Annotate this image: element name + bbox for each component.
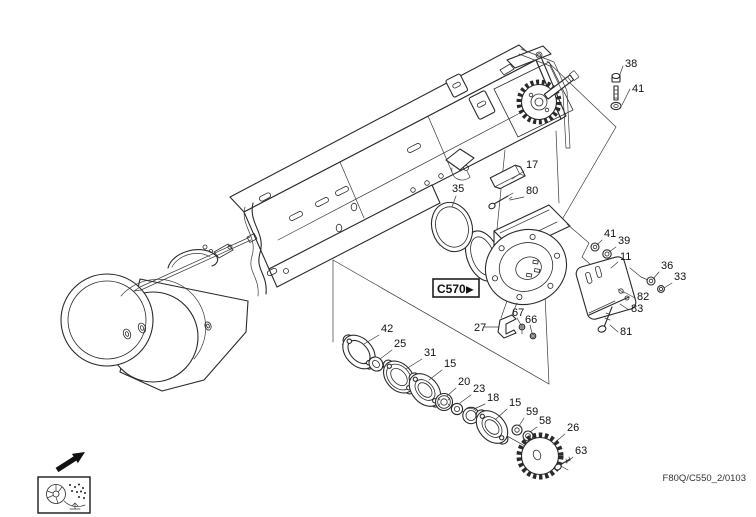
callout-39: 39 (618, 235, 630, 247)
rod-83 (588, 296, 630, 316)
callout-41-mid: 41 (604, 228, 616, 240)
callout-63: 63 (575, 445, 587, 457)
screw-67 (518, 323, 526, 331)
seal-25 (368, 356, 384, 372)
tensioner-bracket (445, 148, 475, 181)
ring-35 (430, 201, 474, 253)
callout-41-top: 41 (632, 83, 644, 95)
tension-lever (518, 48, 571, 149)
washer-23 (450, 402, 464, 416)
callout-36: 36 (661, 260, 673, 272)
callout-labels: 38 41 17 80 35 41 39 11 36 33 82 83 81 2… (381, 58, 686, 457)
gearbox-assembly (464, 204, 592, 323)
sprocket-teeth (516, 79, 562, 125)
callout-80: 80 (526, 185, 538, 197)
nut-66 (529, 332, 537, 340)
orientation-group (37, 452, 91, 514)
callout-leaders (363, 65, 673, 464)
callout-81: 81 (620, 326, 632, 338)
callout-23: 23 (473, 383, 485, 395)
bearing-20 (434, 392, 454, 412)
discharge-housing (60, 232, 258, 392)
sprocket-26 (516, 432, 564, 480)
bolt-38-group (610, 72, 622, 111)
callout-31: 31 (424, 347, 436, 359)
screw-82 (618, 288, 624, 294)
callout-83: 83 (631, 303, 643, 315)
callout-17: 17 (526, 159, 538, 171)
reference-arrow-icon: ▶ (466, 285, 474, 296)
up-right-arrow-icon (55, 452, 85, 473)
fitting-80 (488, 192, 514, 210)
ring-18 (462, 406, 480, 425)
key-17 (489, 164, 526, 190)
callout-15a: 15 (444, 358, 456, 370)
nut-33 (657, 285, 665, 293)
callout-58: 58 (539, 415, 551, 427)
callout-26: 26 (567, 422, 579, 434)
callout-25: 25 (394, 338, 406, 350)
callout-20: 20 (458, 376, 470, 388)
callout-82: 82 (637, 291, 649, 303)
callout-15b: 15 (509, 397, 521, 409)
machine-beam (229, 44, 567, 297)
callout-67: 67 (512, 307, 524, 319)
drive-sprocket-assembly (493, 45, 580, 149)
washer-41a (610, 101, 622, 111)
callout-66: 66 (525, 314, 537, 326)
straw-chopper-icon (37, 476, 91, 514)
reference-tag-label: C570 (437, 282, 466, 296)
callout-11: 11 (620, 251, 631, 263)
exploded-parts-chain (342, 334, 571, 480)
washer-59 (511, 424, 523, 436)
reference-tag-c570[interactable]: C570 ▶ (432, 278, 480, 298)
callout-33: 33 (674, 271, 686, 283)
drive-shaft (543, 70, 580, 100)
bolt-81 (597, 306, 613, 333)
gearbox-flange (484, 228, 568, 306)
guard-plate (575, 256, 637, 320)
bracket-27-group (497, 314, 537, 340)
callout-18: 18 (487, 392, 499, 404)
top-bracket (506, 45, 552, 69)
callout-42: 42 (381, 323, 393, 335)
callout-35: 35 (452, 183, 464, 195)
doc-code: F80Q/C550_2/0103 (663, 473, 746, 484)
callout-27: 27 (474, 322, 486, 334)
bolt-63 (554, 456, 571, 471)
callout-38: 38 (625, 58, 637, 70)
callout-59: 59 (526, 406, 538, 418)
